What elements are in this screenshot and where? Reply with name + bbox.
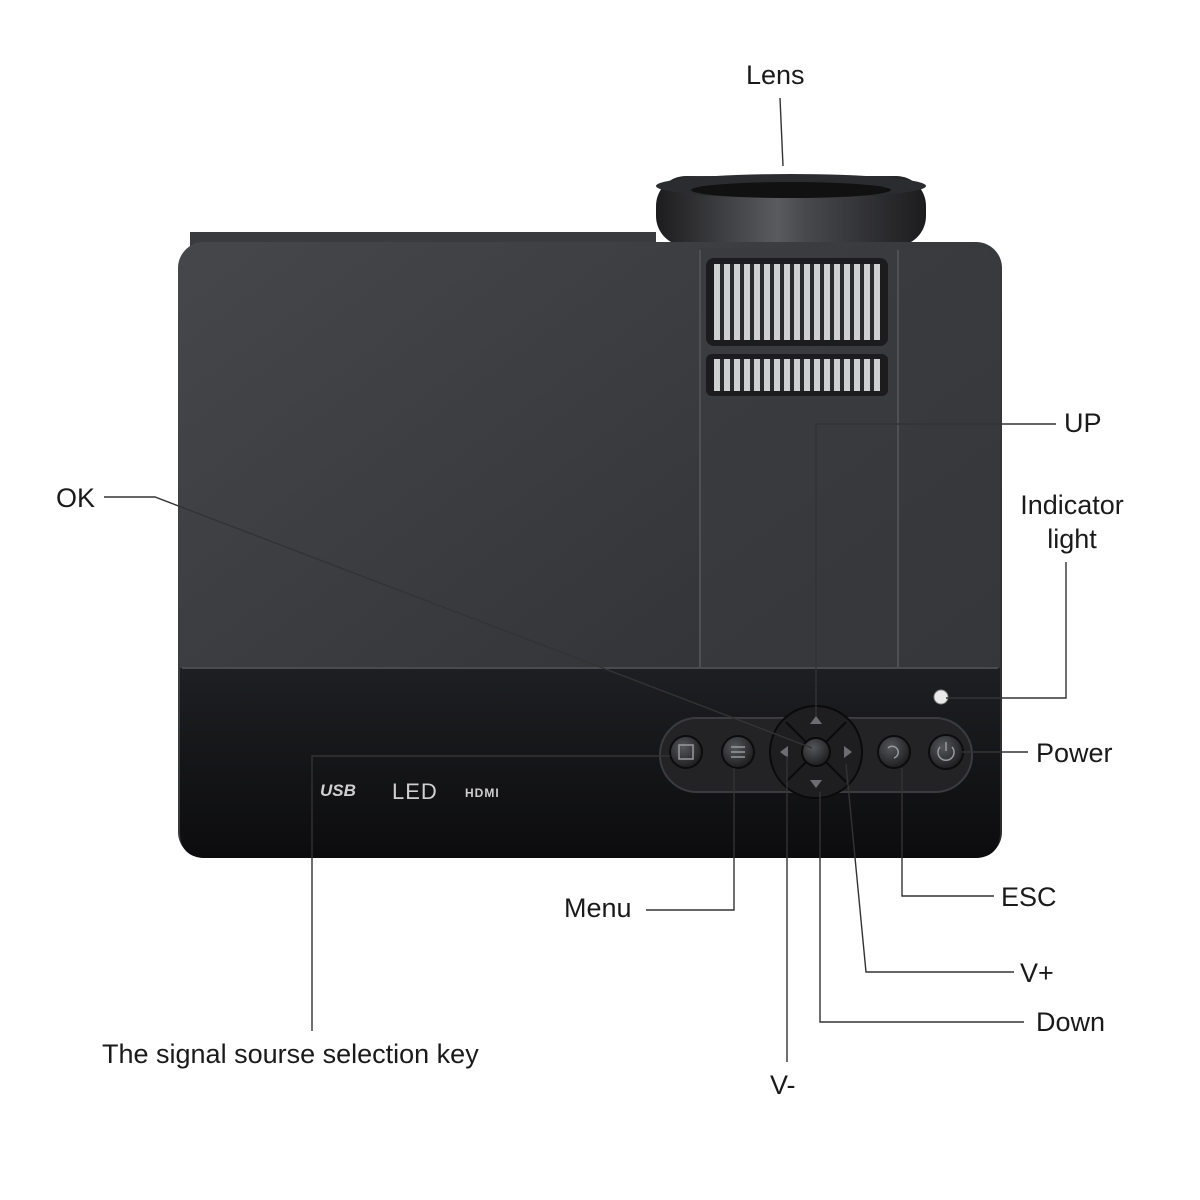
v-minus-label: V- bbox=[770, 1070, 796, 1100]
indicator-label-line1: Indicator bbox=[1020, 490, 1124, 520]
leader-lines bbox=[104, 97, 1067, 1062]
signal-source-leader bbox=[311, 755, 670, 1031]
power-label: Power bbox=[1036, 738, 1113, 768]
focus-ring bbox=[706, 258, 888, 346]
power-button[interactable] bbox=[928, 734, 964, 770]
down-arrow-icon[interactable] bbox=[810, 780, 822, 788]
lens-label: Lens bbox=[746, 60, 805, 90]
lens-barrel bbox=[656, 174, 926, 246]
ok-button[interactable] bbox=[801, 737, 831, 767]
v-plus-leader bbox=[845, 763, 1014, 973]
esc-label: ESC bbox=[1001, 882, 1057, 912]
up-arrow-icon[interactable] bbox=[810, 716, 822, 724]
volume-down-arrow-icon[interactable] bbox=[780, 746, 788, 758]
esc-button[interactable] bbox=[877, 735, 911, 769]
keystone-ring bbox=[706, 354, 888, 396]
v-plus-label: V+ bbox=[1020, 958, 1054, 988]
menu-leader bbox=[646, 768, 735, 911]
signal-source-button[interactable] bbox=[669, 735, 703, 769]
indicator-leader bbox=[946, 562, 1067, 699]
down-leader bbox=[819, 792, 1024, 1023]
lens-leader bbox=[779, 97, 784, 167]
led-logo: LED bbox=[392, 779, 438, 804]
power-icon bbox=[937, 746, 955, 762]
esc-leader bbox=[901, 768, 994, 897]
menu-button[interactable] bbox=[721, 735, 755, 769]
usb-logo: USB bbox=[320, 781, 356, 800]
ok-label: OK bbox=[56, 483, 96, 513]
hdmi-logo: HDMI bbox=[465, 786, 500, 800]
indicator-label-line2: light bbox=[1047, 524, 1097, 554]
menu-label: Menu bbox=[564, 893, 632, 923]
volume-up-arrow-icon[interactable] bbox=[844, 746, 852, 758]
up-label: UP bbox=[1064, 408, 1102, 438]
up-leader bbox=[815, 423, 1056, 716]
indicator-light bbox=[933, 689, 949, 705]
indicator-light-label: Indicator light bbox=[1012, 488, 1132, 556]
down-label: Down bbox=[1036, 1007, 1106, 1037]
signal-source-label: The signal sourse selection key bbox=[102, 1039, 479, 1069]
ok-leader bbox=[104, 496, 813, 749]
